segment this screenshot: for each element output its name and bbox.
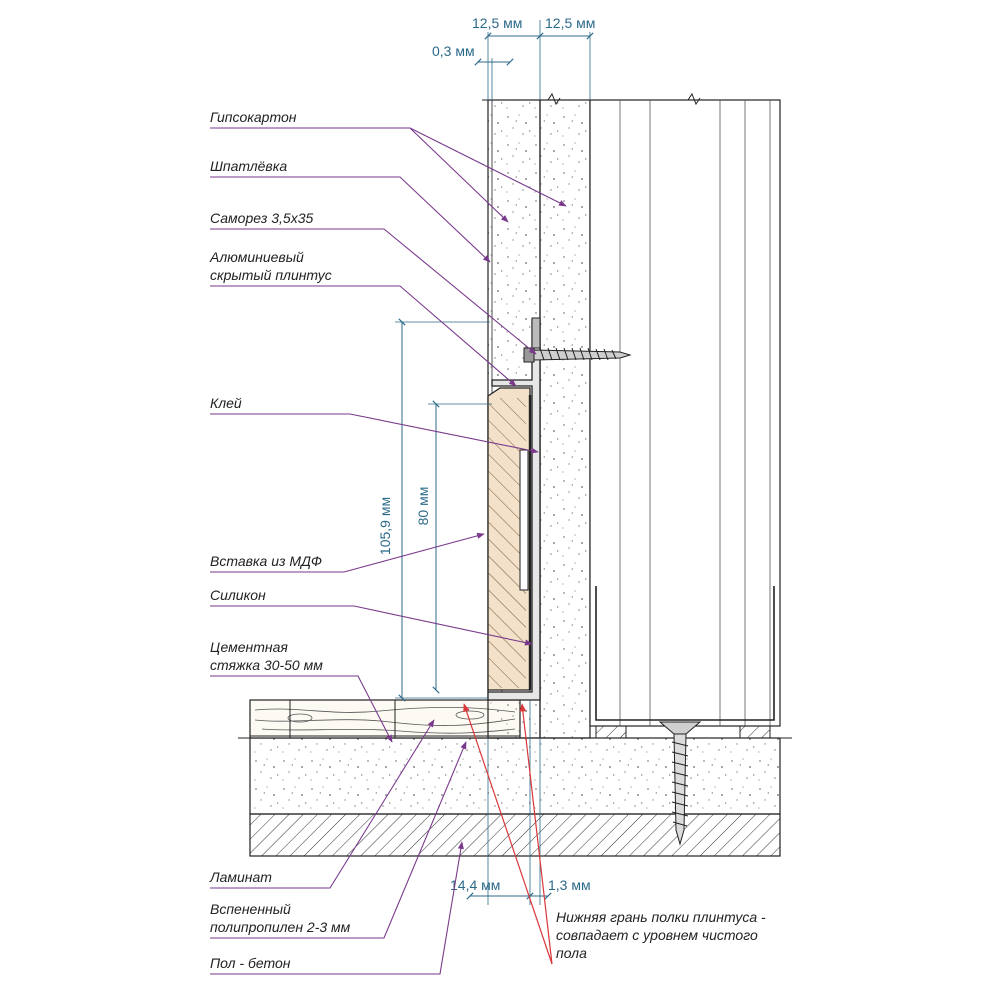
dim-bottom-a: 14,4 мм [450,877,500,893]
label-glue: Клей [210,395,242,411]
leader-underlay [210,741,467,939]
label-screw: Саморез 3,5х35 [210,210,313,226]
concrete-floor [238,737,792,857]
label-skirting-line2: скрытый плинтус [210,267,332,283]
leader-drywall [210,127,509,223]
dim-height-total: 105,9 мм [377,497,393,555]
dim-top-a: 12,5 мм [472,15,522,31]
leader-drywall-2 [409,127,567,207]
leader-glue [210,413,539,454]
laminate-board [249,699,521,739]
dim-top-b: 12,5 мм [545,15,595,31]
label-floor: Пол - бетон [210,955,291,971]
label-skirting-line1: Алюминиевый [209,249,304,265]
label-mdf-insert: Вставка из МДФ [210,553,322,569]
leader-skirting [210,285,517,387]
leader-laminate [210,719,435,889]
dim-putty: 0,3 мм [432,43,475,59]
red-arrow-1 [463,703,553,965]
extension-lines [395,20,591,905]
label-putty: Шпатлёвка [210,158,287,174]
dim-bottom-b: 1,3 мм [548,877,591,893]
label-drywall: Гипсокартон [210,109,297,125]
leader-screw [210,228,537,355]
leader-lines [210,127,567,975]
floor-level-arrows [463,703,553,965]
metal-stud [547,92,781,739]
label-underlay-line1: Вспененный [210,901,291,917]
leader-mdf [210,532,485,573]
leader-screed [210,675,393,743]
mdf-insert [487,387,532,691]
red-arrow-2 [519,703,553,965]
label-underlay-line2: полипропилен 2-3 мм [210,919,351,935]
leader-floor [210,841,464,975]
note-line2: совпадает с уровнем чистого [556,927,758,943]
note-line3: пола [556,945,587,961]
label-screed-line1: Цементная [210,639,288,655]
dim-height-insert: 80 мм [415,487,431,526]
label-silicone: Силикон [210,587,266,603]
label-screed-line2: стяжка 30-50 мм [210,657,323,673]
label-laminate: Ламинат [209,869,272,885]
leader-silicone [210,605,533,646]
note-line1: Нижняя грань полки плинтуса - [556,909,766,925]
floor-screw [658,721,702,846]
leader-putty [210,176,491,263]
